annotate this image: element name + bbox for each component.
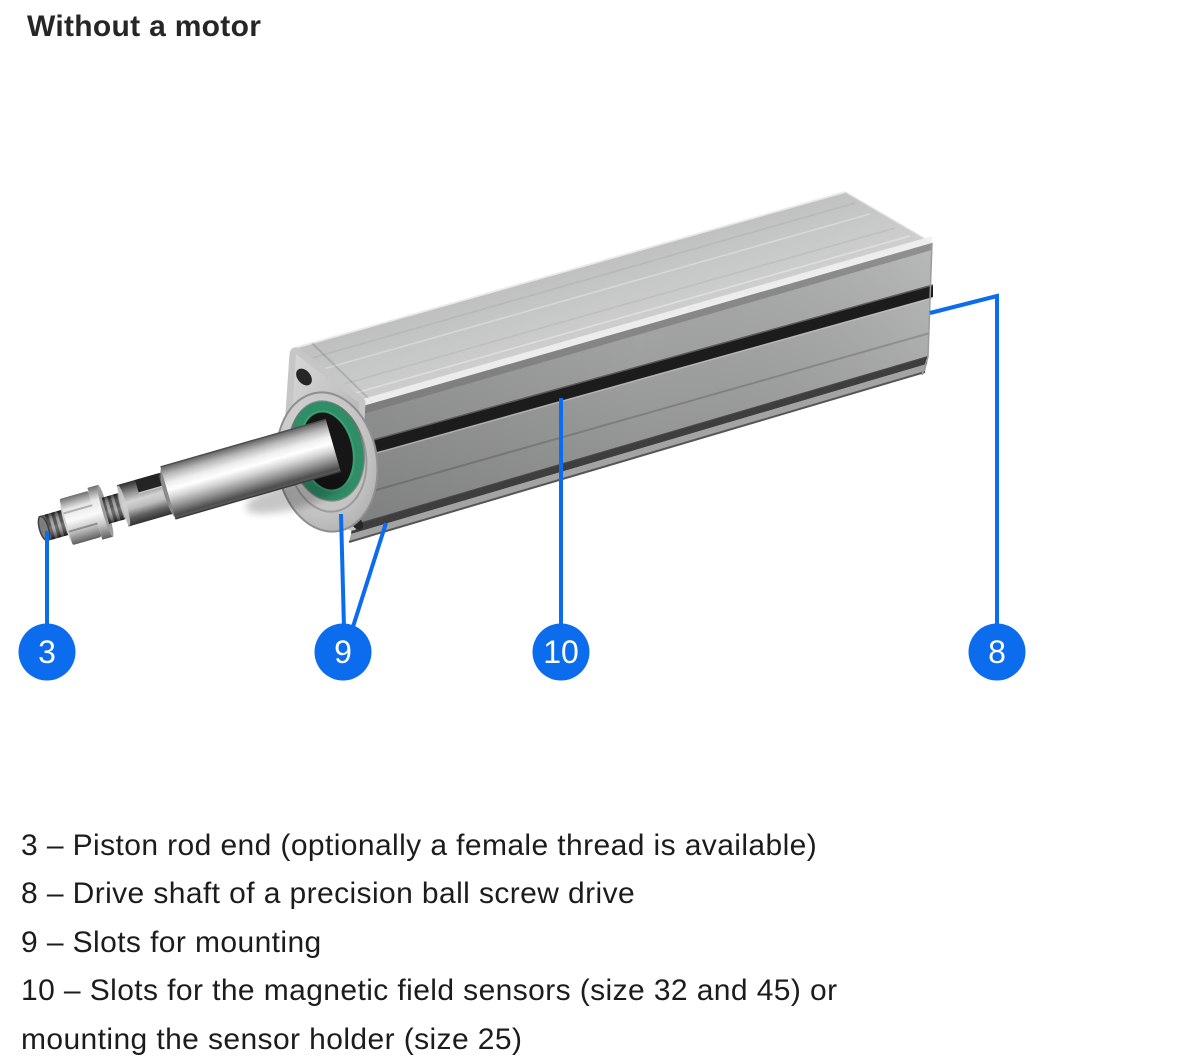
leader-9a xyxy=(339,513,346,629)
leader-8 xyxy=(929,293,999,627)
svg-text:3: 3 xyxy=(38,634,56,670)
legend-line-3: 3 – Piston rod end (optionally a female … xyxy=(21,829,818,862)
body-top-face xyxy=(291,192,932,406)
legend-line-8: 8 – Drive shaft of a precision ball scre… xyxy=(21,877,636,911)
badge-8: 8 xyxy=(968,623,1026,681)
legend-line-10: 10 – Slots for the magnetic field sensor… xyxy=(21,974,838,1008)
product-illustration: 3 9 10 8 xyxy=(18,191,1026,681)
svg-text:8: 8 xyxy=(988,634,1006,670)
piston-rod xyxy=(37,418,341,545)
leader-9b xyxy=(349,522,388,634)
cylinder-body xyxy=(290,191,934,543)
badge-10: 10 xyxy=(532,623,590,681)
badge-9: 9 xyxy=(314,623,372,681)
legend: 3 – Piston rod end (optionally a female … xyxy=(21,822,1161,1064)
badge-3: 3 xyxy=(18,623,76,681)
bottom-rail xyxy=(349,364,927,542)
leader-lines xyxy=(45,293,999,634)
bottom-groove xyxy=(351,357,928,534)
callout-badges: 3 9 10 8 xyxy=(18,623,1026,681)
page-title: Without a motor xyxy=(27,10,262,43)
rod-washer xyxy=(87,484,113,540)
legend-line-10-wrap: mounting the sensor holder (size 25) xyxy=(21,1022,523,1056)
sensor-slot xyxy=(366,285,933,455)
rod-main xyxy=(160,419,341,519)
svg-text:10: 10 xyxy=(543,634,579,670)
legend-line-9: 9 – Slots for mounting xyxy=(21,925,322,959)
svg-text:9: 9 xyxy=(334,634,352,670)
rod-nut xyxy=(59,491,102,545)
brushed-texture xyxy=(304,202,911,395)
